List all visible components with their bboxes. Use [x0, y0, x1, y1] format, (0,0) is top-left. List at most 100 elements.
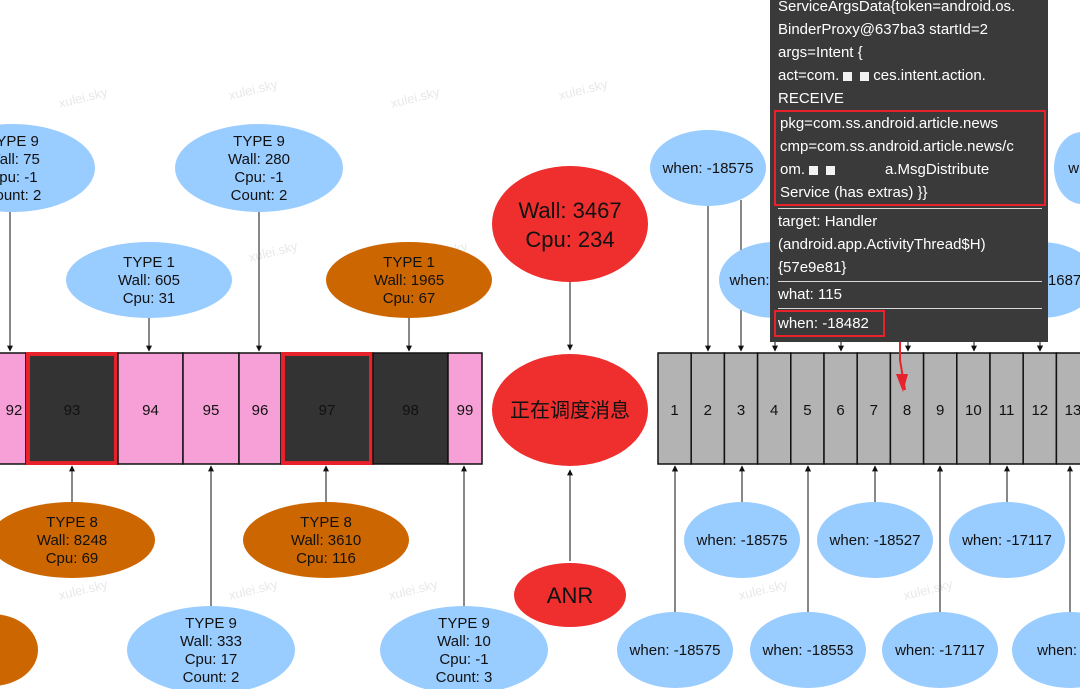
redaction-mark: [860, 71, 870, 81]
tooltip-act-prefix: act=com.: [778, 67, 840, 84]
when-node[interactable]: [1054, 132, 1080, 204]
right-queue-cell[interactable]: [956, 352, 991, 465]
right-queue-cell-label: 5: [803, 402, 811, 419]
current-message-stats-node[interactable]: [492, 166, 648, 282]
tooltip-service-args: ServiceArgsData{token=android.os. Binder…: [774, 0, 1046, 209]
tooltip-line: om.a.MsgDistribute: [780, 158, 1040, 181]
left-queue-cell[interactable]: [372, 352, 449, 465]
watermark-text: xulei.sky: [902, 576, 954, 603]
left-queue-cell[interactable]: [117, 352, 184, 465]
tooltip-target: target: Handler (android.app.ActivityThr…: [778, 209, 1042, 282]
message-node-orange-partial[interactable]: [0, 614, 38, 686]
right-queue-cell[interactable]: [823, 352, 858, 465]
tooltip-pointer-arrowhead: [896, 374, 908, 392]
tooltip-line: RECEIVE: [778, 90, 844, 107]
left-queue-cell-label: 94: [142, 402, 159, 419]
right-queue-cell[interactable]: [889, 352, 925, 465]
when-node-text: when: -18575: [662, 160, 754, 177]
right-queue-cell-label: 3: [737, 402, 745, 419]
current-wall-text: Wall: 3467: [518, 198, 621, 223]
message-node-text: TYPE 9: [438, 615, 490, 632]
watermark-text: xulei.sky: [557, 76, 609, 103]
anr-node[interactable]: [514, 563, 626, 627]
when-node[interactable]: [684, 502, 800, 578]
when-node[interactable]: [1012, 612, 1080, 688]
when-node-text: when: -18527: [829, 532, 921, 549]
left-queue-cell-label: 98: [402, 402, 419, 419]
tooltip-target-line: {57e9e81}: [778, 259, 847, 276]
right-queue-cell[interactable]: [1055, 352, 1080, 465]
tooltip-service: Service (has extras) }}: [780, 184, 928, 201]
right-queue-cell[interactable]: [790, 352, 825, 465]
dispatching-node[interactable]: [492, 354, 648, 466]
when-node[interactable]: [817, 502, 933, 578]
selected-cell-highlight: [26, 352, 118, 465]
message-node-text: Wall: 10: [437, 633, 491, 650]
left-queue-cell[interactable]: [280, 352, 374, 465]
right-queue-cell-label: 10: [965, 402, 982, 419]
right-queue-cell[interactable]: [657, 352, 692, 465]
message-node-text: TYPE 9: [185, 615, 237, 632]
message-node-text: TYPE 8: [300, 514, 352, 531]
tooltip-pkg: pkg=com.ss.android.article.news: [780, 115, 999, 132]
message-node-type9-c[interactable]: [127, 606, 295, 689]
message-tooltip: ServiceArgsData{token=android.os. Binder…: [770, 0, 1048, 342]
tooltip-line: act=com. ces.intent.action.: [778, 64, 1042, 87]
when-node-text: when: -18: [1036, 642, 1080, 659]
message-node-type9-d[interactable]: [380, 606, 548, 689]
left-queue-cell-label: 96: [252, 402, 269, 419]
left-queue-cell[interactable]: [0, 352, 27, 465]
tooltip-target-line: target: Handler: [778, 213, 878, 230]
message-node-text: Wall: 3610: [291, 532, 361, 549]
when-node-text: whe: [1067, 160, 1080, 177]
when-node-text: when: -18575: [696, 532, 788, 549]
watermark-text: xulei.sky: [387, 576, 439, 603]
right-queue-cell-label: 12: [1031, 402, 1048, 419]
when-node[interactable]: [617, 612, 733, 688]
message-node-type1-a[interactable]: [66, 242, 232, 318]
anr-text: ANR: [547, 583, 593, 608]
right-queue-cell[interactable]: [690, 352, 726, 465]
tooltip-what: what: 115: [778, 282, 1042, 309]
when-node-text: when: -17117: [894, 642, 985, 659]
message-node-text: Wall: 8248: [37, 532, 107, 549]
center-column: Wall: 3467 Cpu: 234 正在调度消息 ANR: [492, 166, 648, 627]
when-node[interactable]: [650, 130, 766, 206]
message-node-type8-b[interactable]: [243, 502, 409, 578]
message-node-text: Count: 3: [436, 669, 493, 686]
tooltip-act-suffix: ces.intent.action.: [873, 67, 986, 84]
left-queue-cell-label: 97: [319, 402, 336, 419]
tooltip-line: BinderProxy@637ba3 startId=2: [778, 21, 988, 38]
right-queue-cell-label: 11: [999, 402, 1015, 419]
selected-cell-highlight: [281, 352, 373, 465]
right-queue-cell[interactable]: [989, 352, 1024, 465]
message-node-text: TYPE 8: [46, 514, 98, 531]
right-queue-cell-label: 13: [1065, 402, 1080, 419]
message-node-text: TYPE 9: [0, 133, 39, 150]
when-node[interactable]: [949, 502, 1065, 578]
right-queue-cell-label: 8: [903, 402, 911, 419]
right-queue-cell-label: 7: [870, 402, 878, 419]
redaction-mark: [843, 71, 853, 81]
tooltip-what-line: what: 115: [778, 286, 842, 303]
when-node[interactable]: [882, 612, 998, 688]
message-node-type8-a[interactable]: [0, 502, 155, 578]
message-node-text: Cpu: -1: [0, 169, 38, 186]
message-node-type1-b[interactable]: [326, 242, 492, 318]
message-node-text: Cpu: 17: [185, 651, 238, 668]
tooltip-cmp2-suffix: a.MsgDistribute: [885, 161, 990, 178]
right-queue-cell[interactable]: [756, 352, 792, 465]
redaction-mark: [826, 165, 836, 175]
when-node[interactable]: [750, 612, 866, 688]
message-node-text: Count: 2: [231, 187, 288, 204]
right-queue-cell[interactable]: [856, 352, 892, 465]
message-node-type9-b[interactable]: [175, 124, 343, 212]
watermark-text: xulei.sky: [389, 84, 441, 111]
left-queue-cell[interactable]: [447, 352, 483, 465]
left-queue-cell[interactable]: [182, 352, 240, 465]
left-queue-cell[interactable]: [238, 352, 282, 465]
tooltip-line: args=Intent {: [778, 44, 863, 61]
right-queue-cell-label: 4: [770, 402, 778, 419]
message-node-type9-a[interactable]: [0, 124, 95, 212]
message-node-text: Cpu: 116: [296, 550, 356, 567]
